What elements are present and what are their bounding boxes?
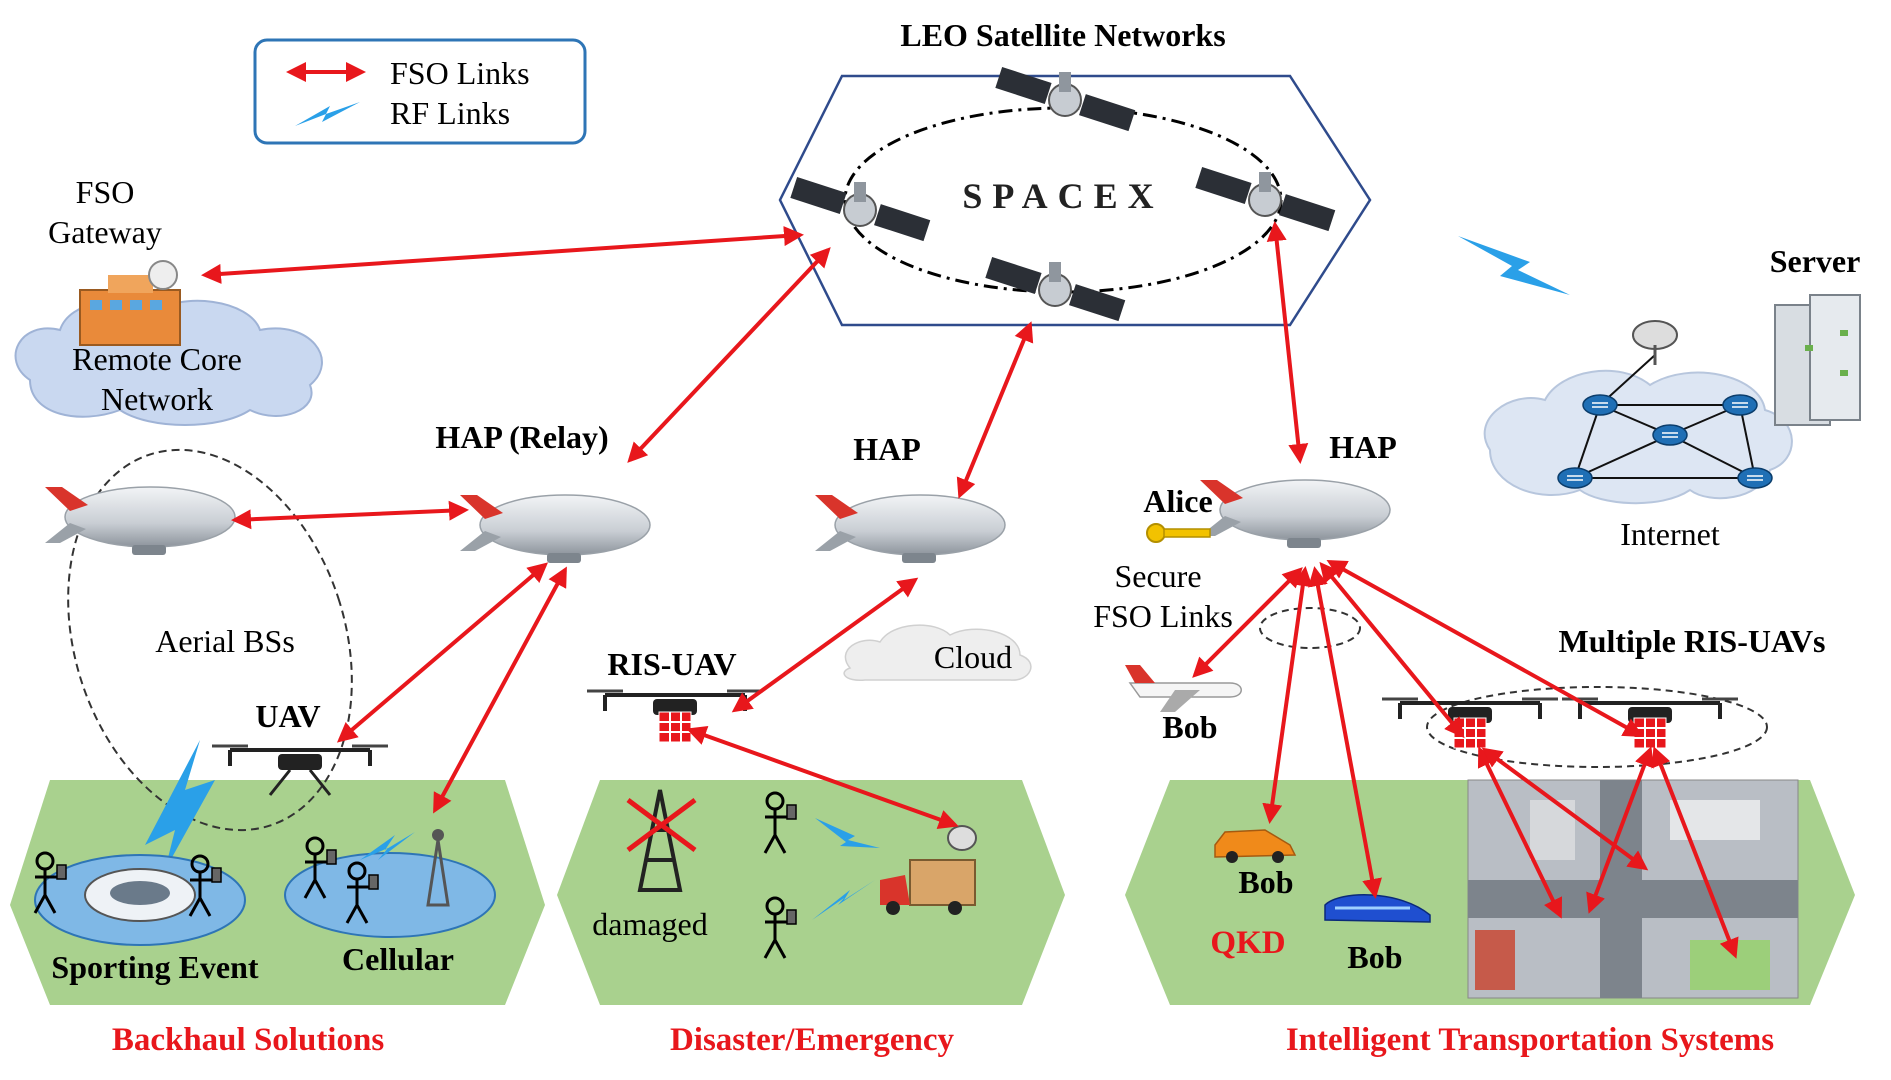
ris-panel-icon (658, 711, 692, 743)
bob-train-label: Bob (1347, 939, 1402, 975)
drone-icon (210, 744, 390, 772)
fso-link-gateway-satellite (201, 226, 804, 284)
router-icon (1557, 467, 1593, 489)
rf-link-backhaul (145, 740, 215, 870)
fso-link-uav-relay (336, 562, 549, 743)
ground-disaster (557, 780, 1065, 1005)
router-icon (1652, 424, 1688, 446)
sporting-event-label: Sporting Event (51, 949, 258, 985)
airship-icon (814, 494, 1006, 564)
airship-icon (44, 486, 236, 556)
leo-title: LEO Satellite Networks (900, 17, 1225, 53)
fso-link-hap-risuav1 (1319, 561, 1465, 739)
fso-link-hap-car (1262, 566, 1313, 824)
cloud-label: Cloud (934, 639, 1012, 675)
fso-link-aerial-relay (231, 500, 469, 530)
key-icon (1146, 523, 1211, 543)
secure-label-1: Secure (1114, 558, 1201, 594)
internet-cloud (1483, 369, 1793, 505)
fso-link-hap-satellite (956, 321, 1034, 499)
uav-label: UAV (255, 698, 320, 734)
building-icon (79, 260, 181, 346)
fso-link-risuav2-car3 (1586, 746, 1654, 914)
stadium-icon (84, 868, 196, 922)
fso-link-risuav2-car4 (1651, 746, 1739, 959)
section-disaster: Disaster/Emergency (670, 1022, 955, 1058)
hap-right-label: HAP (1329, 429, 1397, 465)
router-icon (1582, 394, 1618, 416)
airship-icon (1199, 479, 1391, 549)
airship-icon (459, 494, 651, 564)
server-icon (1774, 294, 1861, 426)
tower-icon (426, 829, 450, 907)
spacex-logo: SPACEX (962, 176, 1163, 216)
rf-link-cellular (360, 832, 415, 860)
fso-link-relay-satellite (627, 247, 831, 463)
rf-link-internet (1458, 236, 1570, 295)
fso-gateway-label-2: Gateway (48, 214, 162, 250)
fso-gateway-label-1: FSO (76, 174, 135, 210)
section-backhaul: Backhaul Solutions (112, 1022, 385, 1058)
fso-link-hap-risuav2 (1326, 560, 1644, 737)
fso-link-cellular-relay (433, 566, 567, 814)
qkd-label: QKD (1210, 925, 1285, 961)
legend-rf-icon (295, 102, 360, 126)
legend: FSO Links RF Links (253, 38, 587, 145)
fso-links (201, 221, 1739, 959)
router-icon (1737, 467, 1773, 489)
drone-legs (268, 769, 332, 796)
aerial-bss-label: Aerial BSs (155, 623, 295, 659)
multiple-ris-label: Multiple RIS-UAVs (1559, 623, 1826, 659)
damaged-label: damaged (592, 906, 708, 942)
server-label: Server (1770, 243, 1861, 279)
airplane-icon (1125, 665, 1242, 712)
remote-core-label-1: Remote Core (72, 341, 242, 377)
internet-label: Internet (1620, 516, 1720, 552)
bob-plane-label: Bob (1162, 709, 1217, 745)
legend-fso-label: FSO Links (390, 55, 530, 91)
fso-link-risuav-hap (731, 577, 919, 713)
section-its: Intelligent Transportation Systems (1286, 1022, 1774, 1058)
secure-ellipse (1259, 607, 1361, 649)
drone-icon (585, 689, 765, 717)
fso-link-risuav-truck (686, 725, 959, 830)
ground-backhaul (10, 780, 545, 1005)
hap-relay-label: HAP (Relay) (435, 419, 608, 455)
dish-icon (1632, 320, 1678, 365)
tower-icon (626, 789, 697, 892)
secure-label-2: FSO Links (1093, 598, 1233, 634)
fso-link-hap-satellite-right (1266, 221, 1309, 464)
router-icon (1722, 394, 1758, 416)
ris-uav-label: RIS-UAV (607, 646, 736, 682)
truck-icon (880, 825, 977, 915)
cellular-label: Cellular (342, 941, 454, 977)
remote-core-label-2: Network (101, 381, 213, 417)
bob-car-label: Bob (1238, 864, 1293, 900)
car-icon (1214, 829, 1297, 863)
legend-rf-label: RF Links (390, 95, 510, 131)
alice-label: Alice (1143, 483, 1212, 519)
rf-link-disaster-2 (812, 880, 875, 920)
hap-center-label: HAP (853, 431, 921, 467)
